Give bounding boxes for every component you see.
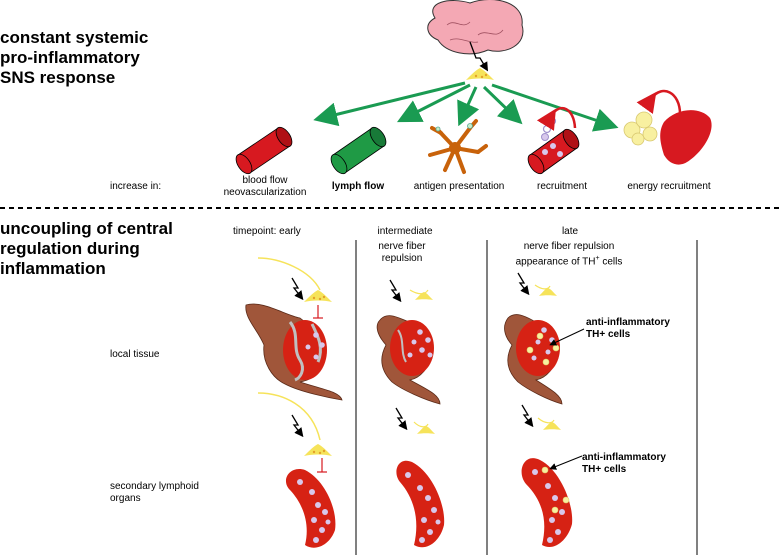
late-local-tissue xyxy=(504,314,585,405)
anti-line: anti-inflammatory xyxy=(582,452,666,463)
effect-line: energy recruitment xyxy=(627,181,711,192)
title-line: constant systemic xyxy=(0,28,149,47)
green-arrows xyxy=(313,81,619,132)
title-line: regulation during xyxy=(0,239,140,258)
brain-icon xyxy=(427,0,524,72)
note-line: repulsion xyxy=(381,253,423,264)
top-section-title: constant systemic pro-inflammatory SNS r… xyxy=(0,28,200,88)
title-line: SNS response xyxy=(0,68,116,87)
row-label-lymphoid: secondary lymphoid organs xyxy=(110,481,199,505)
early-lymphoid-organ xyxy=(285,469,336,548)
blood-vessel-icon xyxy=(235,126,293,175)
early-nerve xyxy=(257,257,332,319)
title-line: pro-inflammatory xyxy=(0,48,140,67)
note-line: nerve fiber repulsion xyxy=(523,241,615,252)
title-line: uncoupling of central xyxy=(0,219,173,238)
recruitment-vessel-icon xyxy=(527,106,580,175)
early-local-tissue xyxy=(245,303,343,401)
timepoint-intermediate: intermediate xyxy=(377,226,433,237)
intermediate-local-tissue xyxy=(376,315,441,405)
intermediate-lymphoid-organ xyxy=(396,460,445,548)
anti-line: TH+ cells xyxy=(582,464,627,475)
anti-inflammatory-label-tissue: anti-inflammatory TH+ cells xyxy=(586,317,670,341)
late-note: nerve fiber repulsion appearance of TH+ … xyxy=(494,241,644,268)
effect-line: neovascularization xyxy=(223,187,307,198)
note-line: cells xyxy=(599,256,623,268)
effect-line: antigen presentation xyxy=(413,181,505,192)
effect-line: recruitment xyxy=(536,181,587,192)
bottom-section-title: uncoupling of central regulation during … xyxy=(0,219,230,279)
intermediate-lymphoid-nerve xyxy=(396,408,435,434)
effect-label-lymph-flow: lymph flow xyxy=(318,181,398,193)
increase-label: increase in: xyxy=(110,181,162,192)
timepoint-early: timepoint: early xyxy=(233,226,301,237)
effect-label-blood-flow: blood flow neovascularization xyxy=(210,175,320,199)
effect-label-recruitment: recruitment xyxy=(522,181,602,193)
row-label-local-tissue: local tissue xyxy=(110,349,160,360)
energy-icon xyxy=(623,89,712,165)
effect-label-antigen: antigen presentation xyxy=(398,181,520,193)
anti-line: TH+ cells xyxy=(586,329,631,340)
early-lymphoid-nerve xyxy=(257,392,332,473)
late-lymphoid-nerve xyxy=(522,405,561,430)
row-label-line: secondary lymphoid xyxy=(110,481,199,492)
dendritic-cell-icon xyxy=(428,119,488,174)
effect-label-energy: energy recruitment xyxy=(606,181,732,193)
effect-line: blood flow xyxy=(242,175,288,186)
timepoint-late: late xyxy=(561,226,579,237)
title-line: inflammation xyxy=(0,259,106,278)
intermediate-nerve xyxy=(390,280,433,300)
anti-line: anti-inflammatory xyxy=(586,317,670,328)
lymph-vessel-icon xyxy=(330,126,387,175)
intermediate-note: nerve fiber repulsion xyxy=(362,241,442,265)
late-lymphoid-organ xyxy=(521,455,583,548)
row-label-line: organs xyxy=(110,493,141,504)
note-line: appearance of TH xyxy=(515,256,596,268)
anti-inflammatory-label-organ: anti-inflammatory TH+ cells xyxy=(582,452,666,476)
nerve-ending-icon xyxy=(466,68,494,80)
effect-line: lymph flow xyxy=(331,181,385,192)
late-nerve xyxy=(518,273,557,296)
note-superscript: + xyxy=(595,255,600,262)
note-line: nerve fiber xyxy=(378,241,426,252)
